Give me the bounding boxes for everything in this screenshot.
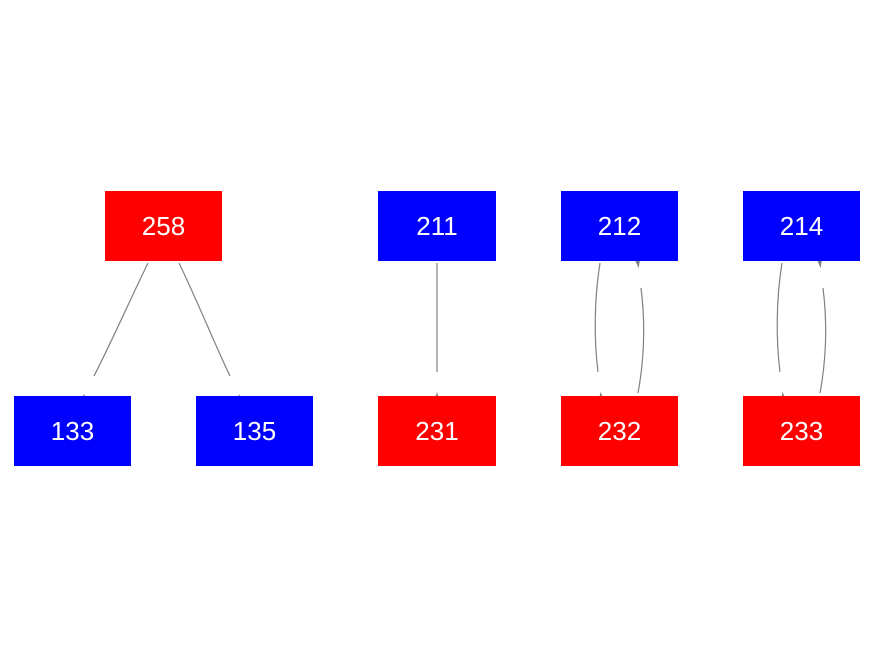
nodes-layer: 258 133 135 211 231 212: [14, 191, 860, 466]
node-214[interactable]: 214: [743, 191, 860, 261]
node-box-133: [14, 396, 131, 466]
edge-258-to-133: [93, 262, 149, 377]
node-232[interactable]: 232: [561, 396, 678, 466]
node-box-214: [743, 191, 860, 261]
edge-233-to-214: [819, 287, 827, 394]
node-box-211: [378, 191, 496, 261]
node-label-233: 233: [780, 416, 823, 446]
node-258[interactable]: 258: [105, 191, 222, 261]
node-label-232: 232: [598, 416, 641, 446]
node-label-133: 133: [51, 416, 94, 446]
node-label-135: 135: [233, 416, 276, 446]
edge-258-to-135: [178, 262, 231, 377]
node-box-233: [743, 396, 860, 466]
edge-212-to-232: [594, 262, 601, 373]
node-233[interactable]: 233: [743, 396, 860, 466]
node-label-231: 231: [415, 416, 458, 446]
node-box-232: [561, 396, 678, 466]
node-133[interactable]: 133: [14, 396, 131, 466]
node-231[interactable]: 231: [378, 396, 496, 466]
node-label-258: 258: [142, 211, 185, 241]
node-label-211: 211: [416, 211, 457, 241]
node-box-212: [561, 191, 678, 261]
node-135[interactable]: 135: [196, 396, 313, 466]
node-box-135: [196, 396, 313, 466]
node-label-212: 212: [598, 211, 641, 241]
edge-232-to-212: [637, 287, 645, 394]
edge-214-to-233: [776, 262, 783, 373]
node-label-214: 214: [780, 211, 823, 241]
node-212[interactable]: 212: [561, 191, 678, 261]
node-211[interactable]: 211: [378, 191, 496, 261]
node-box-258: [105, 191, 222, 261]
node-box-231: [378, 396, 496, 466]
